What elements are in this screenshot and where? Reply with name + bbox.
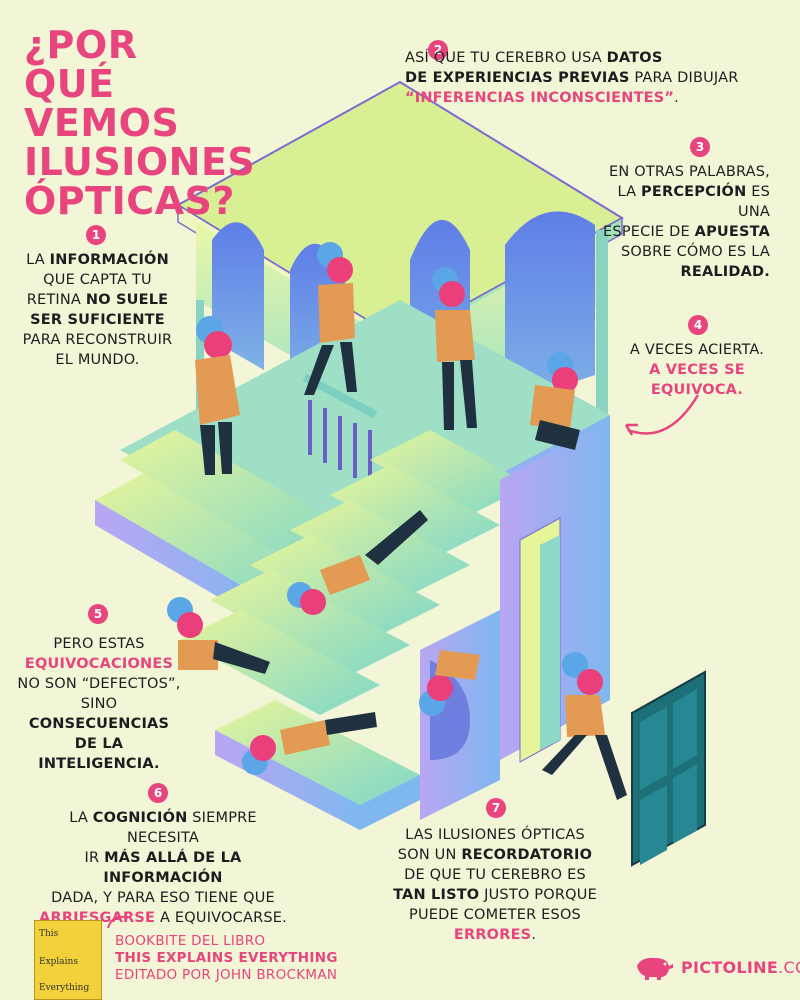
step-3-line: SOBRE CÓMO ES LA xyxy=(621,244,770,260)
step-7-line: DE QUE TU CEREBRO ES xyxy=(404,867,586,883)
step-7-line: LAS ILUSIONES ÓPTICAS xyxy=(405,827,585,843)
step-2-line: “INFERENCIAS INCONSCIENTES”. xyxy=(405,90,679,106)
step-2-text: ASÍ QUE TU CEREBRO USA DATOS DE EXPERIENC… xyxy=(405,48,775,108)
step-6-line: LA COGNICIÓN SIEMPRE NECESITA xyxy=(69,810,257,846)
step-7-text: LAS ILUSIONES ÓPTICAS SON UN RECORDATORIO… xyxy=(380,825,610,945)
step-5-line: PERO ESTAS xyxy=(53,636,145,652)
step-1-line: RETINA NO SUELE xyxy=(26,292,169,308)
step-2-line: ASÍ QUE TU CEREBRO USA DATOS xyxy=(405,50,663,66)
step-1-line: LA INFORMACIÓN xyxy=(26,252,169,268)
step-6-text: LA COGNICIÓN SIEMPRE NECESITA IR MÁS ALLÁ… xyxy=(38,808,288,928)
brand-domain: .COM xyxy=(778,958,800,977)
book-credit: BOOKBITE DEL LIBRO THIS EXPLAINS EVERYTH… xyxy=(115,933,338,983)
step-1-line: EL MUNDO. xyxy=(55,352,140,368)
arrow-to-book xyxy=(107,915,129,929)
step-4-line: EQUIVOCA. xyxy=(650,382,744,398)
step-7-line: TAN LISTO JUSTO PORQUE xyxy=(393,887,597,903)
step-1-text: LA INFORMACIÓN QUE CAPTA TU RETINA NO SUEL… xyxy=(20,250,175,370)
step-5-line: EQUIVOCACIONES xyxy=(24,656,174,672)
pig-logo-icon xyxy=(637,957,673,980)
step-4-line: A VECES SE xyxy=(649,362,745,378)
step-5-badge: 5 xyxy=(88,604,108,624)
step-3-text: EN OTRAS PALABRAS, LA PERCEPCIÓN ES UNA ES… xyxy=(600,162,770,282)
step-3-line: ESPECIE DE APUESTA xyxy=(603,224,770,240)
people xyxy=(167,242,627,800)
step-7-line: SON UN RECORDATORIO xyxy=(397,847,593,863)
step-6-line: IR MÁS ALLÁ DE LA INFORMACIÓN xyxy=(84,850,242,886)
step-1-line: PARA RECONSTRUIR xyxy=(22,332,173,348)
step-5-line: SINO CONSECUENCIAS xyxy=(28,696,170,732)
step-5-text: PERO ESTAS EQUIVOCACIONES NO SON “DEFECTOS… xyxy=(14,634,184,774)
arrow-to-person xyxy=(627,394,700,435)
step-7-line: PUEDE COMETER ESOS ERRORES. xyxy=(409,907,581,943)
step-1-line: QUE CAPTA TU xyxy=(43,272,152,288)
step-3-line: EN OTRAS PALABRAS, xyxy=(609,164,770,180)
step-4-text: A VECES ACIERTA. A VECES SE EQUIVOCA. xyxy=(622,340,772,400)
step-2-line: DE EXPERIENCIAS PREVIAS PARA DIBUJAR xyxy=(405,70,739,86)
step-3-badge: 3 xyxy=(690,137,710,157)
step-2-badge: 2 xyxy=(428,40,448,60)
step-6-badge: 6 xyxy=(148,783,168,803)
brand-name: PICTOLINE xyxy=(681,958,779,977)
step-4-badge: 4 xyxy=(688,315,708,335)
step-1-line: SER SUFICIENTE xyxy=(30,312,165,328)
page-title: ¿POR QUÉ VEMOS ILUSIONES ÓPTICAS? xyxy=(24,23,256,223)
step-4-line: A VECES ACIERTA. xyxy=(629,342,765,358)
step-3-line: REALIDAD. xyxy=(680,264,770,280)
step-7-badge: 7 xyxy=(486,798,506,818)
step-6-line: DADA, Y PARA ESO TIENE QUE xyxy=(51,890,275,906)
step-1-badge: 1 xyxy=(86,225,106,245)
book-cover: This Explains Everything xyxy=(34,920,102,1000)
step-5-line: NO SON “DEFECTOS”, xyxy=(17,676,181,692)
pictoline-brand[interactable]: PICTOLINE.COM xyxy=(633,954,800,982)
step-3-line: LA PERCEPCIÓN ES UNA xyxy=(617,184,770,220)
step-5-line: DE LA INTELIGENCIA. xyxy=(38,736,160,772)
door xyxy=(631,670,706,867)
